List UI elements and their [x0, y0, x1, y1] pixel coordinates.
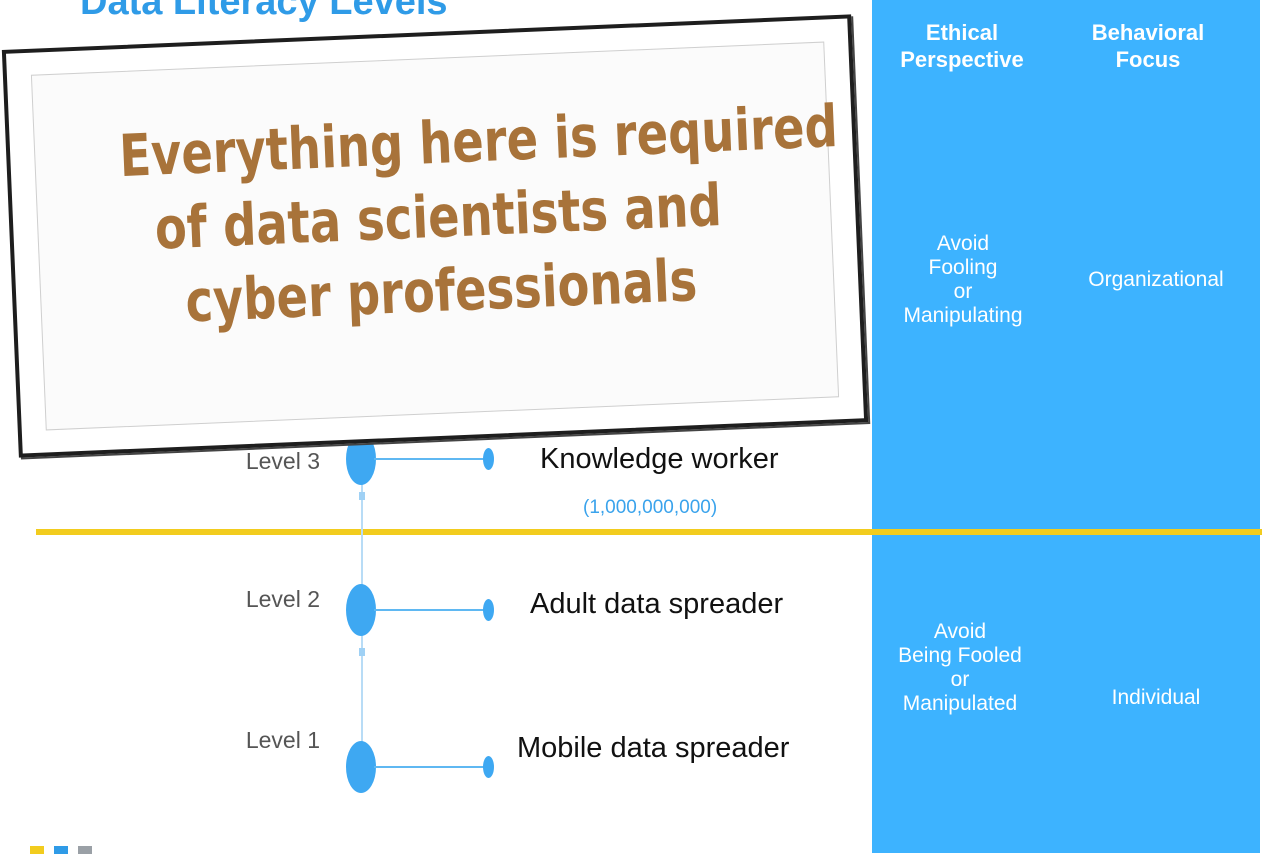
axis-arrow-mark	[359, 492, 365, 500]
level-2-connector	[374, 609, 488, 611]
sticker-frame: Everything here is required of data scie…	[1, 14, 869, 458]
sticker-message: Everything here is required of data scie…	[117, 92, 839, 336]
cell-lower-behavioral: Individual	[1111, 686, 1201, 709]
level-3-connector	[374, 458, 488, 460]
level-1-name: Mobile data spreader	[517, 732, 790, 764]
column-header-ethical-perspective: Ethical Perspective	[900, 20, 1024, 72]
column-header-behavioral-focus: Behavioral Focus	[1091, 20, 1205, 72]
level-3-name: Knowledge worker	[540, 443, 779, 475]
level-2-node	[346, 584, 376, 636]
level-1-connector	[374, 766, 488, 768]
level-2-name: Adult data spreader	[530, 588, 784, 620]
timeline-axis	[361, 380, 363, 785]
level-3-count: (1,000,000,000)	[583, 497, 718, 518]
slide-title: Data Literacy Levels	[80, 0, 448, 23]
level-3-end-dot	[483, 448, 494, 470]
cell-lower-ethical: Avoid Being Fooled or Manipulated	[898, 620, 1022, 715]
level-2-end-dot	[483, 599, 494, 621]
level-1-node	[346, 741, 376, 793]
divider-line	[36, 529, 1262, 535]
level-1-label: Level 1	[245, 727, 320, 753]
cell-upper-ethical: Avoid Fooling or Manipulating	[903, 232, 1023, 327]
axis-arrow-mark	[359, 648, 365, 656]
level-2-label: Level 2	[245, 586, 320, 612]
level-1-end-dot	[483, 756, 494, 778]
level-3-label: Level 3	[245, 448, 320, 474]
callout-sticker: Everything here is required of data scie…	[1, 14, 869, 458]
category-panel: Ethical Perspective Behavioral Focus Avo…	[872, 0, 1260, 853]
cell-upper-behavioral: Organizational	[1088, 268, 1224, 291]
